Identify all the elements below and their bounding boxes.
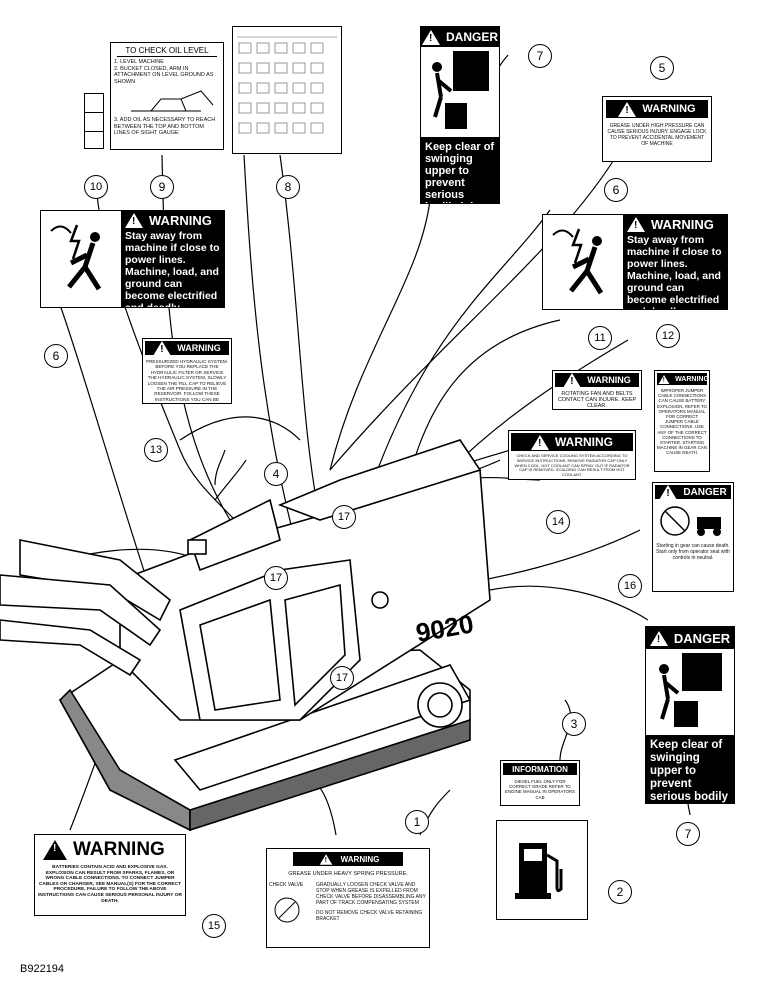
decal-3-information: INFORMATION DIESEL FUEL ONLY FOR CORRECT…: [500, 760, 580, 806]
check-valve-icon: [274, 897, 300, 923]
warning-triangle-icon: [627, 217, 645, 232]
oil-level-step1: 1. LEVEL MACHINE: [114, 59, 164, 65]
decal-16-body: Starting in gear can cause death. Start …: [656, 543, 730, 561]
swing-crush-icon: [421, 47, 498, 137]
decal-3-header: INFORMATION: [503, 763, 577, 775]
oil-level-step3: 3. ADD OIL AS NECESSARY TO REACH BETWEEN…: [114, 117, 216, 136]
decal-1-header: WARNING: [340, 854, 380, 864]
callout-17-mid: 17: [264, 566, 288, 590]
warning-triangle-icon: [563, 372, 582, 388]
callout-7-right: 7: [676, 822, 700, 846]
decal-1-line1: GREASE UNDER HEAVY SPRING PRESSURE.: [288, 871, 408, 877]
callout-12: 12: [656, 324, 680, 348]
callout-2: 2: [608, 880, 632, 904]
decal-6-right-body: Stay away from machine if close to power…: [627, 234, 722, 309]
decal-11-body: ROTATING FAN AND BELTS CONTACT CAN INJUR…: [557, 391, 637, 410]
decal-12-header: WARNING: [675, 375, 709, 383]
fuel-pump-icon: [515, 843, 563, 899]
decal-13-header: WARNING: [177, 343, 221, 353]
decal-6-warning-left: WARNING Stay away from machine if close …: [40, 210, 225, 308]
decal-7-body: Keep clear of swinging upper to prevent …: [421, 137, 499, 203]
callout-5: 5: [650, 56, 674, 80]
callout-14: 14: [546, 510, 570, 534]
warning-triangle-icon: [531, 434, 549, 450]
callout-17-low: 17: [330, 666, 354, 690]
warning-triangle-icon: [421, 29, 440, 45]
decal-5-body: GREASE UNDER HIGH PRESSURE CAN CAUSE SER…: [607, 123, 707, 147]
decal-14-header: WARNING: [555, 435, 613, 449]
callout-16: 16: [618, 574, 642, 598]
decal-16-header: DANGER: [683, 486, 727, 498]
decal-13-warning: WARNING PRESSURIZED HYDRAULIC SYSTEM. BE…: [142, 338, 232, 404]
decal-15-body: BATTERIES CONTAIN ACID AND EXPLOSIVE GAS…: [38, 865, 182, 904]
warning-triangle-icon: [153, 340, 172, 356]
warning-triangle-icon: [618, 101, 637, 117]
decal-11-header: WARNING: [587, 375, 631, 385]
callout-4: 4: [264, 462, 288, 486]
callout-6-right: 6: [604, 178, 628, 202]
warning-triangle-icon: [43, 840, 67, 860]
warning-triangle-icon: [319, 853, 332, 865]
decal-6-left-header: WARNING: [149, 213, 212, 228]
callout-13: 13: [144, 438, 168, 462]
decal-8-symbol-chart: [232, 26, 342, 154]
decal-3-body: DIESEL FUEL ONLY FOR CORRECT GRADE REFER…: [504, 779, 576, 800]
callout-6-left: 6: [44, 344, 68, 368]
decal-7-danger-top: DANGER Keep clear of swinging upper to p…: [420, 26, 500, 204]
callout-3: 3: [562, 712, 586, 736]
warning-triangle-icon: [125, 213, 143, 228]
decal-14-body: CHECK AND SERVICE COOLING SYSTEM ACCORDI…: [514, 453, 630, 478]
decal-15-warning: WARNING BATTERIES CONTAIN ACID AND EXPLO…: [34, 834, 186, 916]
callout-9: 9: [150, 175, 174, 199]
decal-16-danger: DANGER Starting in gear can cause death.…: [652, 482, 734, 592]
callout-7-top: 7: [528, 44, 552, 68]
decal-6-left-body: Stay away from machine if close to power…: [125, 230, 220, 308]
decal-13-body: PRESSURIZED HYDRAULIC SYSTEM. BEFORE YOU…: [146, 359, 228, 403]
decal-11-warning: WARNING ROTATING FAN AND BELTS CONTACT C…: [552, 370, 642, 410]
callout-10: 10: [84, 175, 108, 199]
warning-triangle-icon: [658, 374, 670, 384]
callout-11: 11: [588, 326, 612, 350]
decal-7-danger-right: DANGER Keep clear of swinging upper to p…: [645, 626, 735, 804]
symbol-grid-icon: [237, 36, 337, 134]
electrocution-icon: [50, 224, 102, 291]
decal-12-warning: WARNING IMPROPER JUMPER CABLE CONNECTION…: [654, 370, 710, 472]
decal-7-right-header: DANGER: [673, 630, 731, 646]
decal-1-body: GRADUALLY LOOSEN CHECK VALVE AND STOP WH…: [316, 882, 426, 906]
callout-15: 15: [202, 914, 226, 938]
warning-triangle-icon: [659, 484, 678, 500]
warning-triangle-icon: [649, 630, 668, 646]
decal-7-right-body: Keep clear of swinging upper to prevent …: [646, 735, 734, 803]
callout-8: 8: [276, 175, 300, 199]
decal-1-check-valve-label: CHECK VALVE: [269, 882, 304, 888]
decal-7-header: DANGER: [445, 30, 498, 44]
callout-17-top: 17: [332, 505, 356, 529]
oil-level-step2: 2. BUCKET CLOSED, ARM IN ATTACHMENT ON L…: [114, 65, 214, 85]
decal-15-header: WARNING: [73, 839, 165, 860]
decal-5-header: WARNING: [642, 103, 696, 115]
oil-level-title: TO CHECK OIL LEVEL: [117, 46, 217, 57]
decal-10-strip: [84, 93, 104, 149]
decal-12-body: IMPROPER JUMPER CABLE CONNECTIONS CAN CA…: [657, 388, 708, 456]
swing-crush-icon: [659, 653, 722, 727]
decal-6-right-header: WARNING: [651, 217, 714, 232]
decal-5-warning: WARNING GREASE UNDER HIGH PRESSURE CAN C…: [602, 96, 712, 162]
figure-id: B922194: [20, 963, 65, 975]
decal-1-warning: WARNING GREASE UNDER HEAVY SPRING PRESSU…: [266, 848, 430, 948]
decal-6-warning-right: WARNING Stay away from machine if close …: [542, 214, 728, 310]
decal-9-oil-level: TO CHECK OIL LEVEL 1. LEVEL MACHINE 2. B…: [110, 42, 224, 150]
decal-1-note: DO NOT REMOVE CHECK VALVE RETAINING BRAC…: [316, 910, 423, 922]
callout-1: 1: [405, 810, 429, 834]
excavator-sketch-icon: [131, 90, 214, 112]
electrocution-icon: [552, 228, 604, 295]
decal-14-warning: WARNING CHECK AND SERVICE COOLING SYSTEM…: [508, 430, 636, 480]
start-in-gear-icon: [660, 506, 721, 536]
decal-2-fuel: [496, 820, 588, 920]
